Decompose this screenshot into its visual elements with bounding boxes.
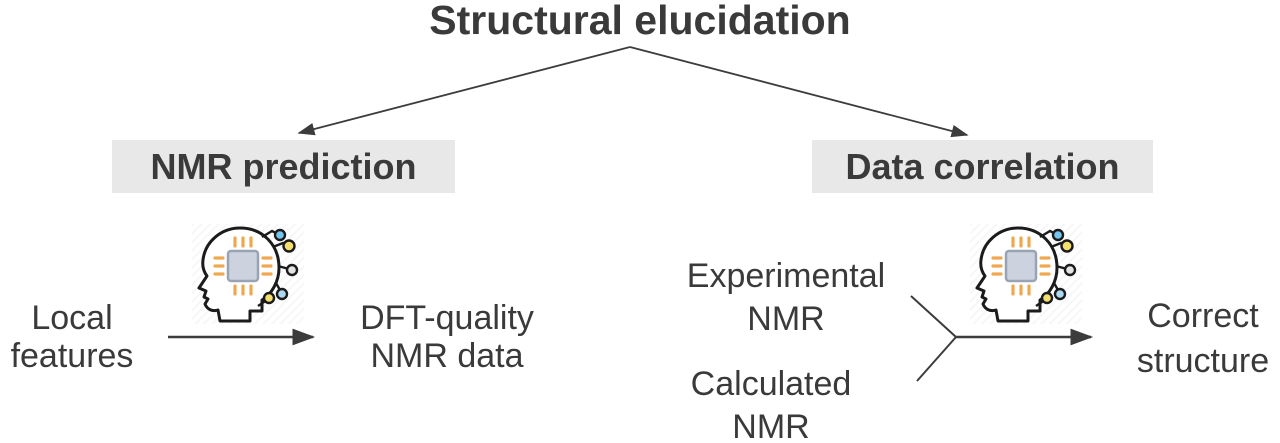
data-correlation-label: Data correlation: [812, 140, 1153, 193]
network-nodes: [262, 228, 299, 305]
cpu-chip: [226, 249, 260, 283]
cpu-chip: [1004, 249, 1038, 283]
correct-structure-text: Correct structure: [1136, 297, 1270, 380]
merge-line-lower: [916, 336, 957, 382]
branch-arrow-right: [629, 46, 969, 138]
cpu-chip-pins: [213, 236, 273, 296]
ai-head-chip-icon: [970, 224, 1082, 324]
experimental-nmr-text: Experimental NMR: [686, 257, 886, 338]
network-nodes: [1040, 228, 1077, 305]
calculated-nmr-text: Calculated NMR: [690, 365, 852, 443]
merge-line-upper: [910, 295, 957, 338]
branch-arrow-left: [297, 46, 631, 136]
dft-quality-nmr-data-text: DFT-quality NMR data: [360, 299, 534, 375]
cpu-chip-pins: [991, 236, 1051, 296]
ai-head-chip-icon: [192, 224, 304, 324]
diagram-title: Structural elucidation: [429, 0, 851, 43]
nmr-prediction-label: NMR prediction: [112, 140, 455, 193]
local-features-text: Local features: [10, 299, 134, 375]
